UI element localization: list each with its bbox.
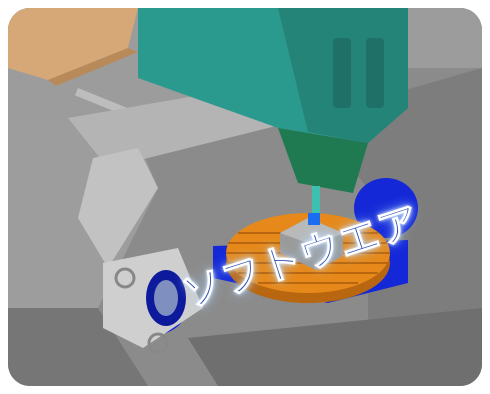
cnc-machine-illustration xyxy=(8,8,482,386)
machine-scene xyxy=(8,8,482,386)
housing-bolt xyxy=(114,267,136,289)
frame-panel-left xyxy=(78,148,158,268)
workpiece-holder xyxy=(308,213,320,225)
wood-base-edge xyxy=(48,48,138,86)
spindle-shaft xyxy=(278,128,368,193)
trunnion-right xyxy=(354,178,418,238)
motor-bore-inner xyxy=(154,280,178,316)
enclosure-floor xyxy=(8,308,148,386)
machine-floor xyxy=(188,308,482,386)
spindle-head-rib xyxy=(366,38,384,108)
spindle-head-rib xyxy=(333,38,351,108)
cutting-tool xyxy=(312,186,320,216)
workpiece-top xyxy=(280,218,343,246)
wood-base xyxy=(8,8,138,80)
housing-bolt xyxy=(147,332,169,354)
